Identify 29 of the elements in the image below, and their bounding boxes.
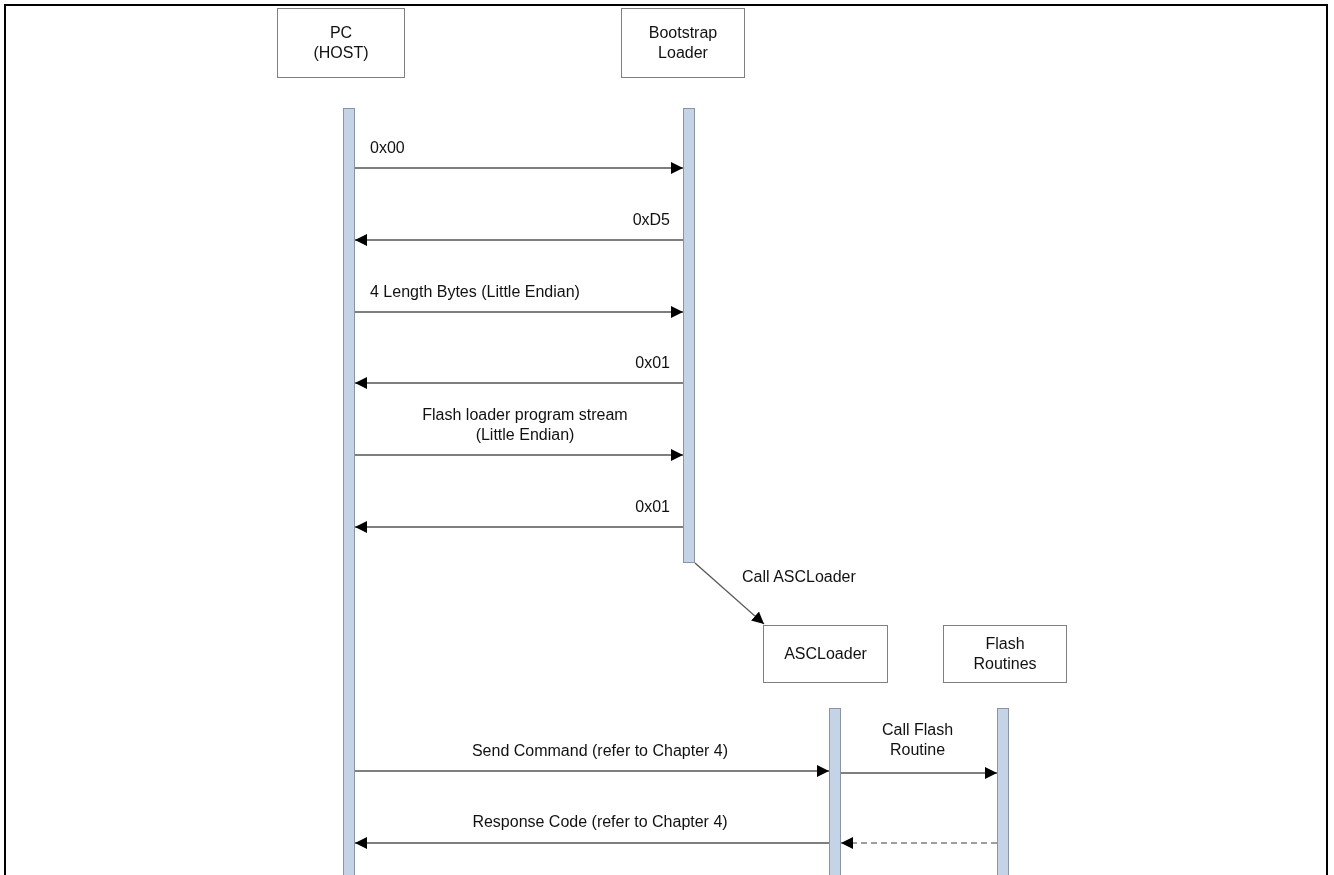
- edge-label: Call Flash Routine: [881, 721, 954, 758]
- activation-bar: [683, 108, 695, 563]
- message-arrow: [354, 765, 830, 777]
- edge-label: 0xD5: [632, 211, 670, 228]
- message-arrow: [354, 449, 684, 461]
- edge-label: Flash loader program stream (Little Endian): [422, 406, 628, 443]
- dashed-return-arrow: [840, 837, 998, 849]
- edge-label: 4 Length Bytes (Little Endian): [370, 283, 580, 300]
- message-arrow: [354, 162, 684, 174]
- lifeline-header-box: Bootstrap Loader: [621, 8, 745, 78]
- edge-label: 0x01: [635, 354, 670, 371]
- message-arrow: [354, 234, 684, 246]
- message-arrow: [694, 562, 765, 625]
- lifeline-header-box: PC (HOST): [277, 8, 405, 78]
- message-arrow: [840, 767, 998, 779]
- lifeline-header-box: Flash Routines: [943, 625, 1067, 683]
- edge-label: 0x01: [635, 498, 670, 515]
- lifeline-header-box: ASCLoader: [763, 625, 888, 683]
- activation-bar: [997, 708, 1009, 875]
- activation-bar: [829, 708, 841, 875]
- message-arrow: [354, 377, 684, 389]
- edge-label: 0x00: [370, 139, 405, 156]
- message-arrow: [354, 837, 830, 849]
- activation-bar: [343, 108, 355, 875]
- message-arrow: [354, 521, 684, 533]
- edge-label: Send Command (refer to Chapter 4): [471, 742, 729, 759]
- edge-label: Response Code (refer to Chapter 4): [472, 813, 728, 830]
- edge-label: Call ASCLoader: [742, 568, 856, 585]
- message-arrow: [354, 306, 684, 318]
